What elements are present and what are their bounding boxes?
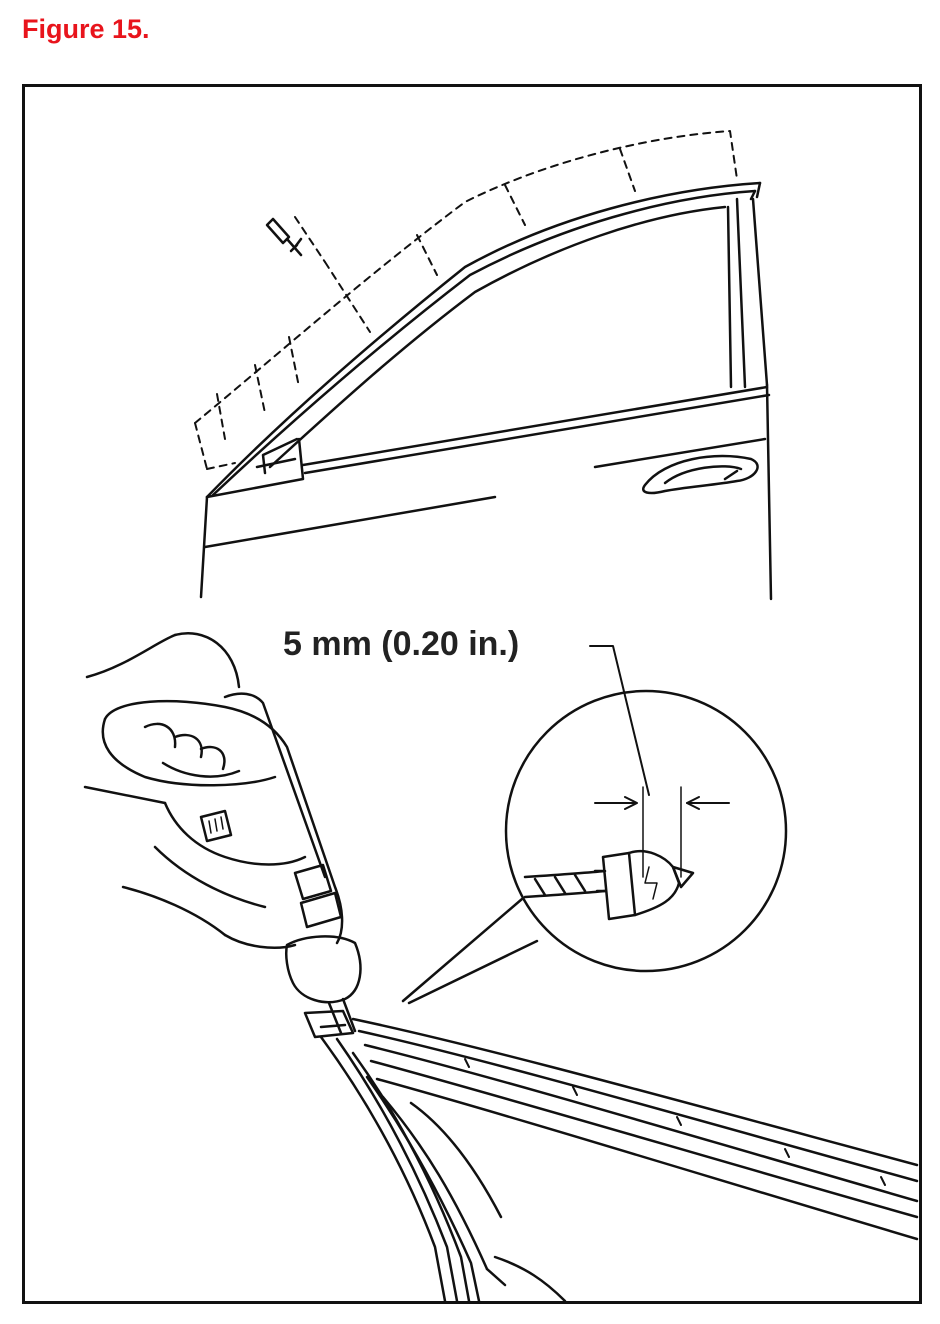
diagram-illustration — [83, 130, 919, 1301]
diagram-frame: 5 mm (0.20 in.) — [22, 84, 922, 1304]
figure-title: Figure 15. — [22, 14, 150, 44]
door-handle-drawing — [642, 454, 759, 495]
magnified-detail-circle — [401, 689, 788, 1005]
car-door-drawing — [194, 130, 773, 601]
visor-dashed-outline — [194, 130, 738, 470]
door-frame-rail-drawing — [303, 1009, 919, 1301]
hand-drill-drawing — [83, 632, 362, 1035]
dimension-label: 5 mm (0.20 in.) — [283, 625, 520, 663]
clip-fastener-icon — [265, 217, 303, 257]
